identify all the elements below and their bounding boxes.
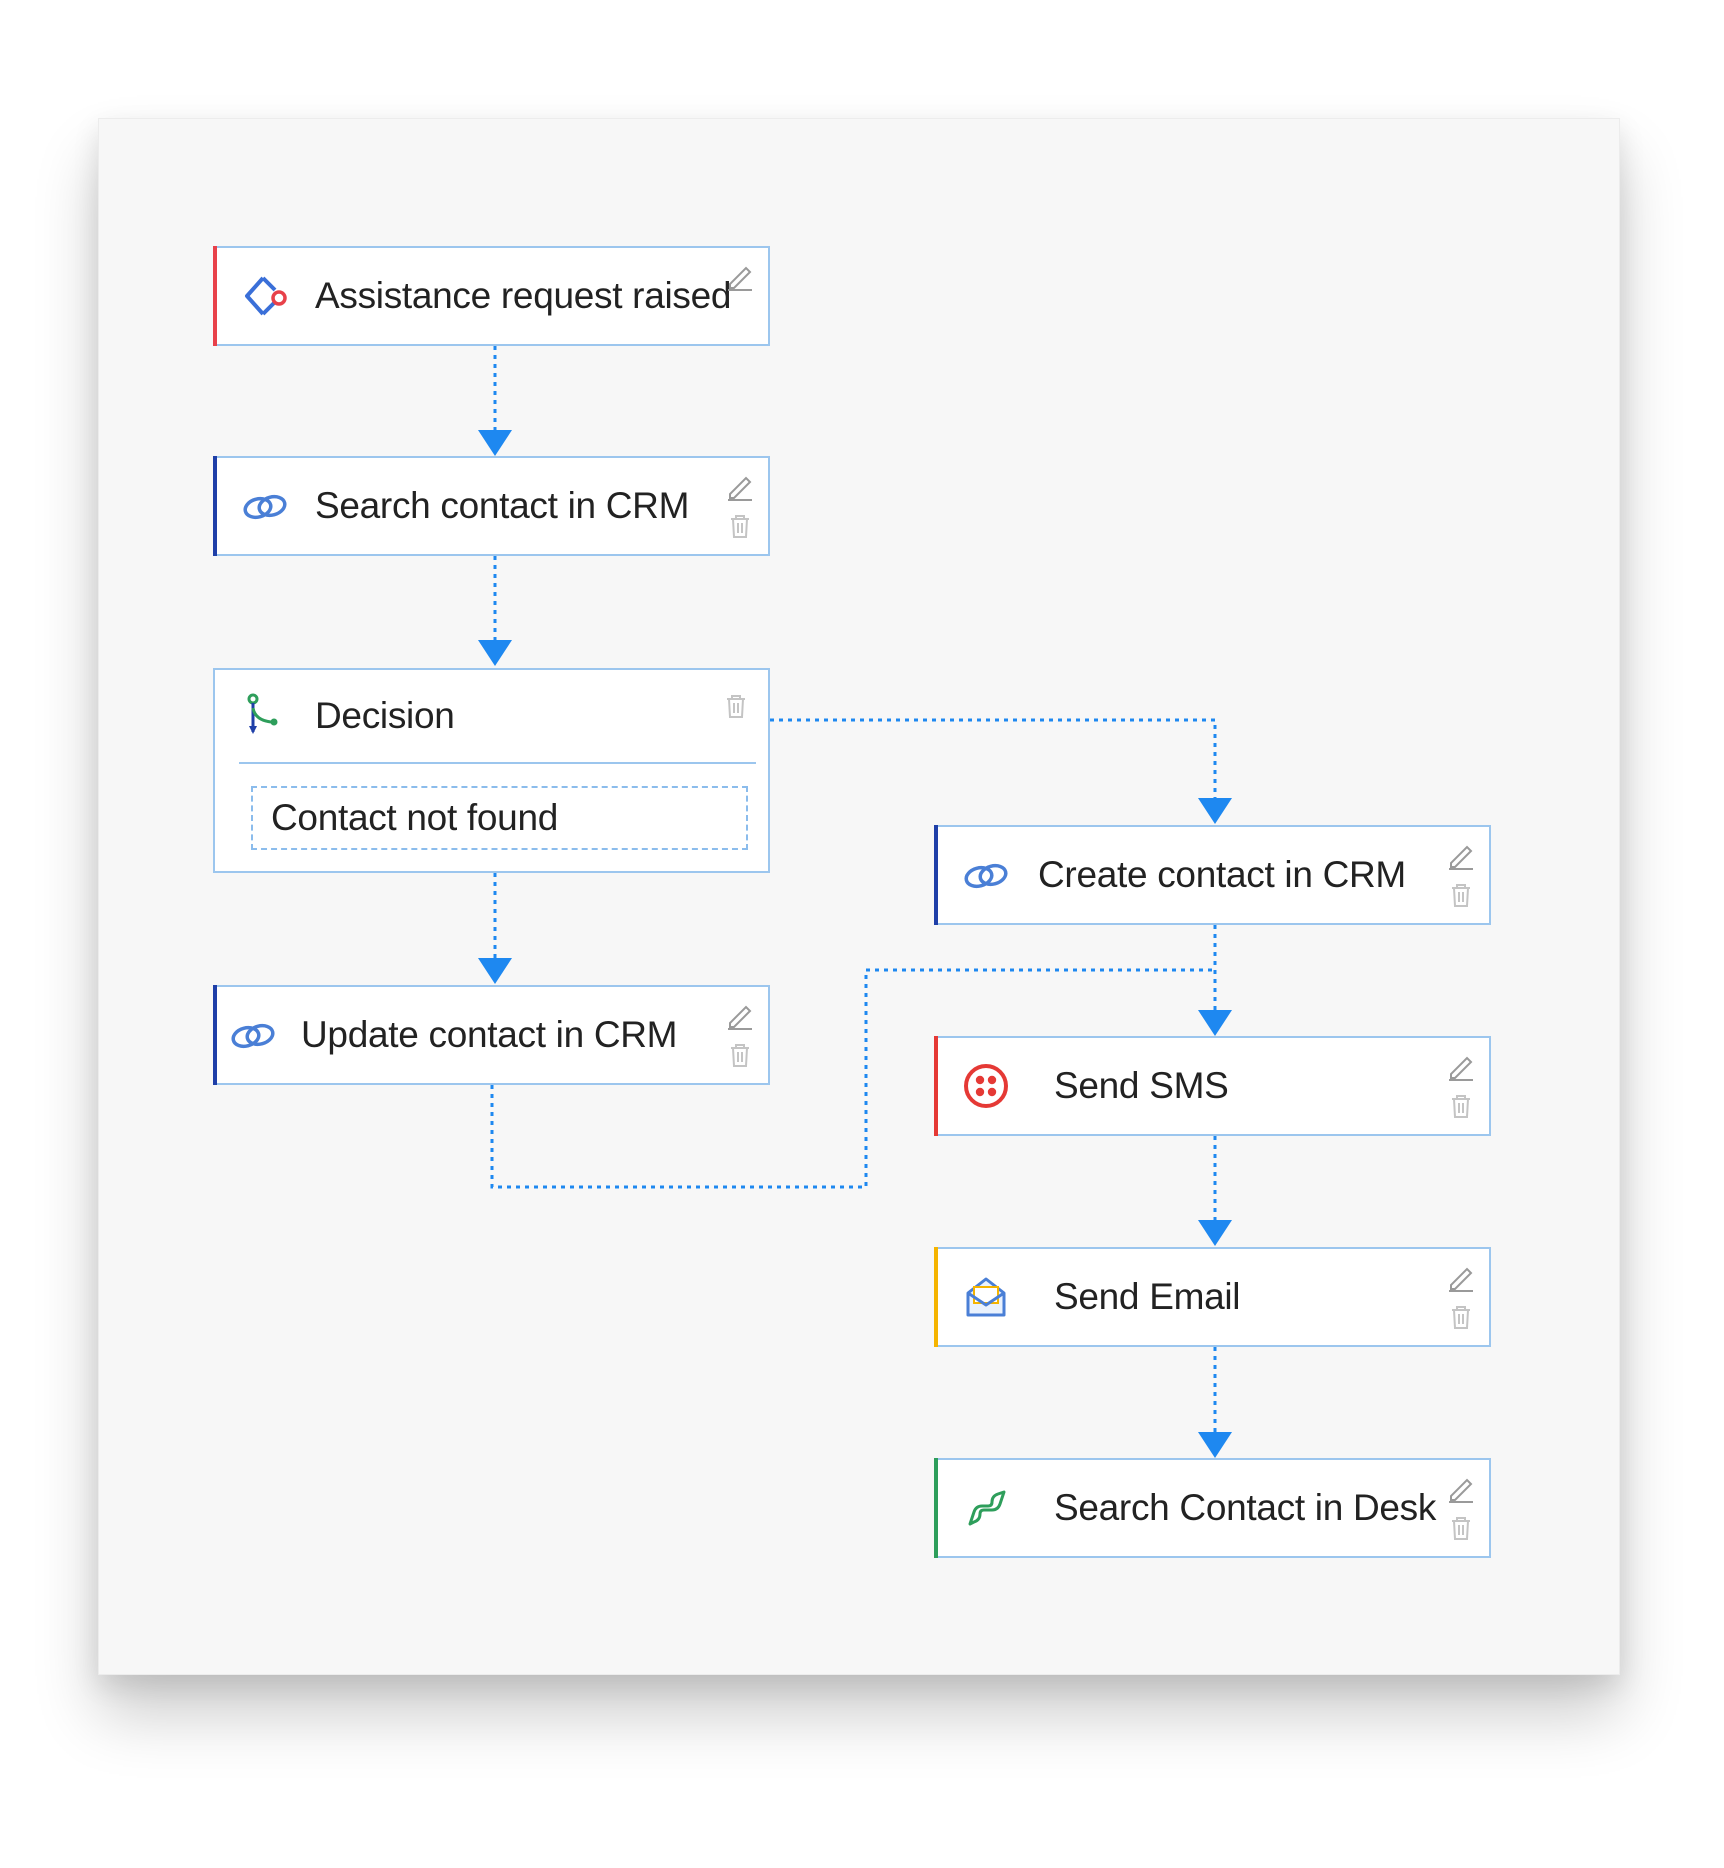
node-create-contact-crm[interactable]: Create contact in CRM: [934, 825, 1491, 925]
edit-icon[interactable]: [1445, 839, 1477, 871]
arrowhead-decision: [478, 640, 512, 666]
decision-branch-icon: [247, 693, 278, 734]
node-accent-bar: [934, 1247, 938, 1347]
email-envelope-icon: [966, 1277, 1006, 1317]
twilio-icon: [964, 1064, 1008, 1108]
trash-icon[interactable]: [724, 510, 756, 542]
node-accent-bar: [934, 1036, 938, 1136]
decision-condition[interactable]: Contact not found: [251, 786, 748, 850]
arrowhead-search: [478, 430, 512, 456]
node-update-contact-crm[interactable]: Update contact in CRM: [213, 985, 770, 1085]
edit-icon[interactable]: [724, 999, 756, 1031]
trash-icon[interactable]: [1445, 1301, 1477, 1333]
node-search-contact-crm[interactable]: Search contact in CRM: [213, 456, 770, 556]
trash-icon[interactable]: [1445, 1090, 1477, 1122]
node-label: Assistance request raised: [315, 275, 732, 316]
node-search-contact-desk[interactable]: Search Contact in Desk: [934, 1458, 1491, 1558]
node-accent-bar: [934, 1458, 938, 1558]
zoho-crm-icon: [231, 1023, 275, 1049]
zoho-desk-icon: [968, 1490, 1006, 1526]
node-label: Decision: [315, 695, 455, 736]
decision-divider: [239, 762, 756, 764]
node-assistance-request[interactable]: Assistance request raised: [213, 246, 770, 346]
node-label: Search contact in CRM: [315, 485, 690, 526]
node-label: Send Email: [1054, 1276, 1241, 1317]
node-send-email[interactable]: Send Email: [934, 1247, 1491, 1347]
trash-icon[interactable]: [720, 690, 752, 722]
connector-decision-create: [770, 718, 1217, 800]
arrowhead-sms: [1198, 1010, 1232, 1036]
edit-icon[interactable]: [724, 470, 756, 502]
zoho-trigger-icon: [245, 276, 287, 316]
arrowhead-update: [478, 958, 512, 984]
arrowhead-email: [1198, 1220, 1232, 1246]
edit-icon[interactable]: [1445, 1261, 1477, 1293]
trash-icon[interactable]: [724, 1039, 756, 1071]
node-accent-bar: [213, 985, 217, 1085]
node-accent-bar: [213, 456, 217, 556]
node-label: Search Contact in Desk: [1054, 1487, 1437, 1528]
arrowhead-create: [1198, 798, 1232, 824]
arrowhead-desk: [1198, 1432, 1232, 1458]
node-label: Send SMS: [1054, 1065, 1229, 1106]
edit-icon[interactable]: [1445, 1472, 1477, 1504]
decision-header: Decision: [215, 670, 768, 762]
zoho-crm-icon: [243, 494, 287, 520]
edit-icon[interactable]: [1445, 1050, 1477, 1082]
node-accent-bar: [934, 825, 938, 925]
node-label: Update contact in CRM: [301, 1014, 678, 1055]
node-label: Create contact in CRM: [1038, 854, 1406, 895]
trash-icon[interactable]: [1445, 1512, 1477, 1544]
edit-icon[interactable]: [724, 260, 756, 292]
zoho-crm-icon: [964, 863, 1008, 889]
condition-label: Contact not found: [271, 797, 558, 838]
node-send-sms[interactable]: Send SMS: [934, 1036, 1491, 1136]
trash-icon[interactable]: [1445, 879, 1477, 911]
node-decision[interactable]: Decision Contact not found: [213, 668, 770, 873]
node-accent-bar: [213, 246, 217, 346]
